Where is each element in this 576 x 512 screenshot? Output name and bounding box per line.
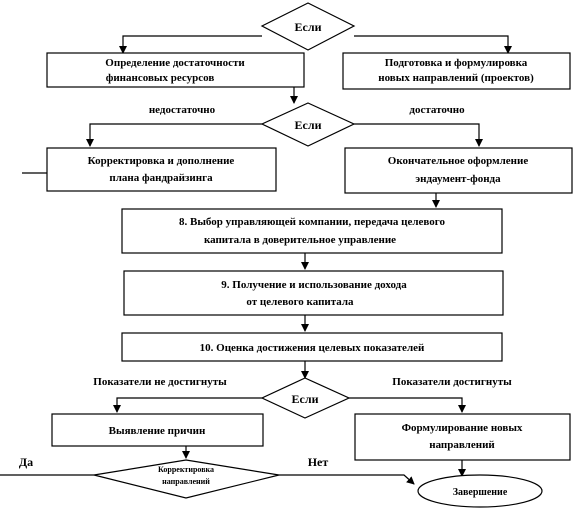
connectors [0,35,512,485]
box-formulate-new: Формулирование новых направлений [354,413,571,461]
completion-label: Завершение [453,487,508,498]
terminal-completion: Завершение [417,474,543,508]
step-8-line2: капитала в доверительное управление [204,234,396,246]
determine-resources-line1: Определение достаточности [105,57,245,69]
box-step-8: 8. Выбор управляющей компании, передача … [121,208,503,254]
finalize-fund-line2: эндаумент-фонда [415,173,501,185]
decision-mid: Если [260,102,356,147]
decision-adjust-directions: Корректировка направлений [93,459,280,499]
box-find-causes: Выявление причин [51,413,264,447]
determine-resources-line2: финансовых ресурсов [106,72,215,84]
finalize-fund-line1: Окончательное оформление [388,155,529,167]
box-adjust-fundraising: Корректировка и дополнение плана фандрай… [46,147,277,192]
box-step-9: 9. Получение и использование дохода от ц… [123,270,504,316]
label-no: Нет [308,455,329,469]
decision-bottom-label: Если [292,392,319,406]
step-8-line1: 8. Выбор управляющей компании, передача … [179,216,446,228]
box-prepare-directions: Подготовка и формулировка новых направле… [342,52,571,90]
step-10-label: 10. Оценка достижения целевых показателе… [200,342,425,354]
decision-mid-label: Если [295,118,322,132]
step-9-line2: от целевого капитала [246,296,354,308]
adjust-directions-line2: направлений [162,477,210,486]
label-insufficient: недостаточно [149,104,216,116]
decision-bottom: Если [260,377,351,419]
label-not-achieved: Показатели не достигнуты [93,376,227,388]
prepare-directions-line2: новых направлений (проектов) [378,72,534,84]
adjust-fundraising-line2: плана фандрайзинга [109,172,213,184]
label-sufficient: достаточно [409,104,465,116]
label-achieved: Показатели достигнуты [392,376,512,388]
formulate-new-line2: направлений [429,439,495,451]
find-causes-label: Выявление причин [109,425,206,437]
label-yes: Да [19,455,33,469]
box-determine-resources: Определение достаточности финансовых рес… [46,52,305,88]
box-finalize-fund: Окончательное оформление эндаумент-фонда [344,147,573,194]
step-9-line1: 9. Получение и использование дохода [221,279,407,291]
adjust-directions-line1: Корректировка [158,465,214,474]
formulate-new-line1: Формулирование новых [402,422,523,434]
box-step-10: 10. Оценка достижения целевых показателе… [121,332,503,362]
decision-top-label: Если [295,20,322,34]
decision-top: Если [260,2,356,51]
adjust-fundraising-line1: Корректировка и дополнение [88,155,235,167]
prepare-directions-line1: Подготовка и формулировка [385,57,528,69]
